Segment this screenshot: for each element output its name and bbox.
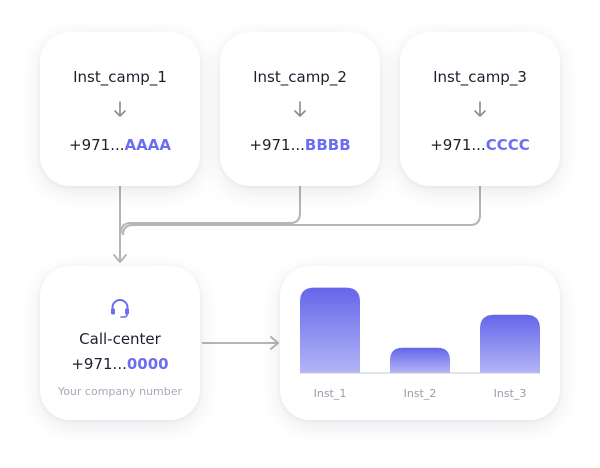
- connector-arrowhead: [113, 254, 127, 263]
- headset-icon: [111, 299, 129, 318]
- bar-inst-1: [300, 287, 360, 373]
- bar-label: Inst_2: [404, 387, 437, 400]
- campaign-card-2: Inst_camp_2 +971...BBBB: [220, 32, 380, 186]
- bar-chart: Inst_1 Inst_2 Inst_3: [300, 287, 540, 400]
- arrow-down-icon: [294, 101, 306, 117]
- campaign-number: +971...AAAA: [69, 136, 171, 154]
- campaign-name: Inst_camp_2: [253, 68, 347, 86]
- arrow-down-icon: [474, 101, 486, 117]
- campaign-card-1: Inst_camp_1 +971...AAAA: [40, 32, 200, 186]
- bar-label: Inst_1: [314, 387, 347, 400]
- campaign-card-3: Inst_camp_3 +971...CCCC: [400, 32, 560, 186]
- connector-camp-2: [120, 186, 301, 234]
- bar-inst-2: [390, 347, 450, 373]
- campaign-number: +971...CCCC: [430, 136, 530, 154]
- call-center-number: +971...0000: [71, 355, 169, 373]
- arrow-down-icon: [114, 101, 126, 117]
- connector-camp-3: [122, 186, 481, 236]
- callcenter-to-chart-arrowhead: [270, 336, 279, 350]
- campaign-name: Inst_camp_3: [433, 68, 527, 86]
- call-center-title: Call-center: [79, 330, 161, 348]
- chart-card: Inst_1 Inst_2 Inst_3: [280, 266, 560, 420]
- bar-inst-3: [480, 314, 540, 373]
- campaign-name: Inst_camp_1: [73, 68, 167, 86]
- bar-label: Inst_3: [494, 387, 527, 400]
- call-center-card: Call-center +971...0000 Your company num…: [40, 266, 200, 420]
- call-center-caption: Your company number: [57, 385, 183, 398]
- campaign-number: +971...BBBB: [249, 136, 351, 154]
